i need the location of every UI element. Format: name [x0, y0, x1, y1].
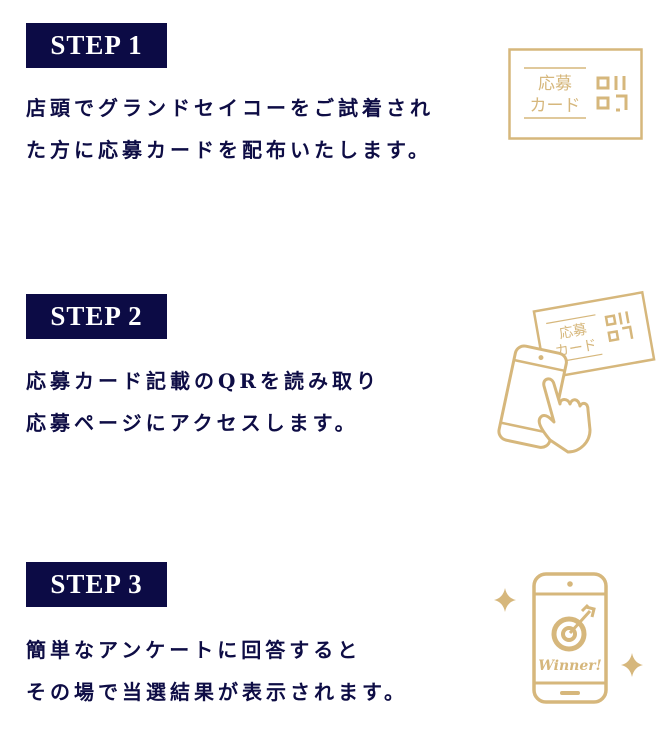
- smartphone-scan-icon: 応募 カード: [497, 290, 656, 454]
- entry-card-icon: 応募 カード: [508, 48, 643, 140]
- sparkle-icon: [621, 653, 643, 677]
- description-line: 応募カード記載のQRを読み取り: [26, 369, 381, 393]
- step-3-badge: STEP 3: [26, 562, 167, 607]
- description-line: 簡単なアンケートに回答すると: [26, 638, 362, 662]
- winner-text: Winner!: [538, 658, 602, 674]
- step-2-badge: STEP 2: [26, 294, 167, 339]
- step-3-description: 簡単なアンケートに回答すると その場で当選結果が表示されます。: [26, 629, 408, 713]
- description-line: 店頭でグランドセイコーをご試着され: [26, 96, 434, 120]
- description-line: その場で当選結果が表示されます。: [26, 680, 408, 704]
- card-text: 応募: [538, 74, 572, 94]
- smartphone-winner-icon: Winner!: [494, 572, 643, 704]
- sparkle-icon: [494, 588, 516, 612]
- target-icon: [551, 603, 596, 652]
- qr-code-icon: [596, 76, 628, 112]
- card-text: 応募: [558, 322, 588, 343]
- pointing-hand-icon: [537, 377, 592, 454]
- description-line: た方に応募カードを配布いたします。: [26, 138, 432, 162]
- description-line: 応募ページにアクセスします。: [26, 411, 359, 435]
- step-1-badge: STEP 1: [26, 23, 167, 68]
- step-1-description: 店頭でグランドセイコーをご試着され た方に応募カードを配布いたします。: [26, 87, 434, 171]
- step-2-description: 応募カード記載のQRを読み取り 応募ページにアクセスします。: [26, 360, 380, 444]
- card-text: カード: [554, 337, 598, 360]
- card-text: カード: [530, 96, 581, 116]
